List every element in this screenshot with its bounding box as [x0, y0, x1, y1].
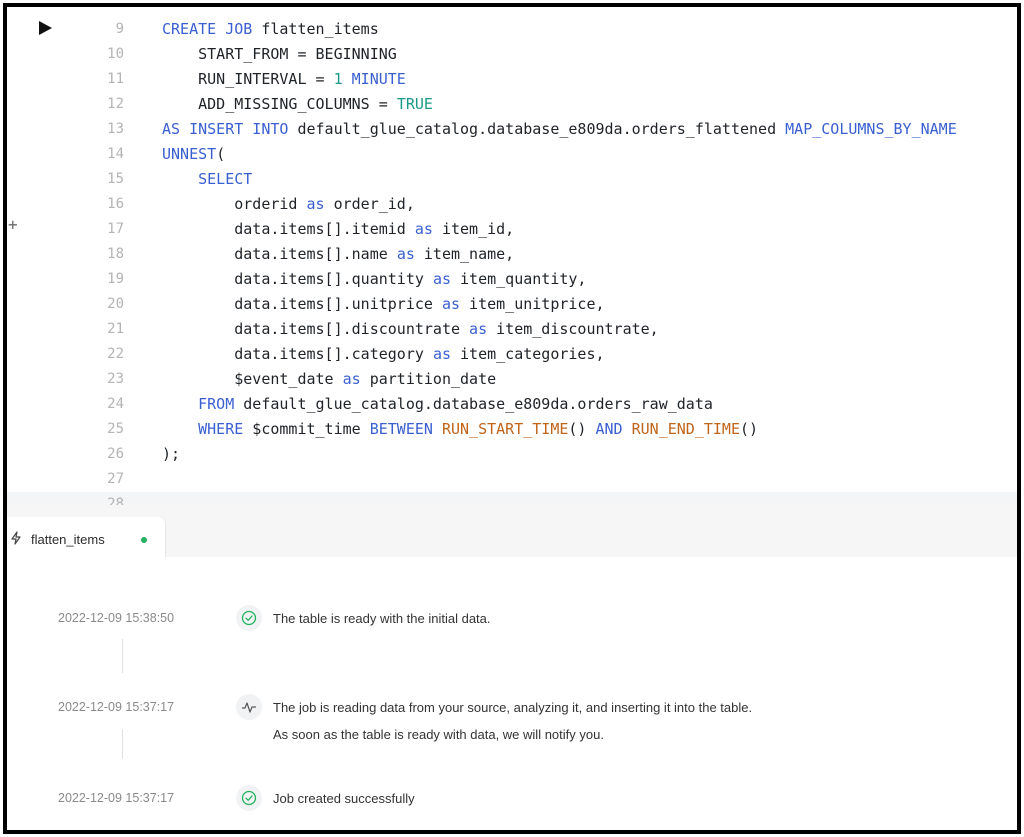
event-message: The job is reading data from your source… — [273, 700, 753, 715]
check-circle-icon — [236, 785, 262, 811]
line-number: 24 — [107, 396, 124, 412]
code-line: 12 ADD_MISSING_COLUMNS = TRUE — [7, 92, 1017, 117]
line-number: 20 — [107, 296, 124, 312]
job-timeline: 2022-12-09 15:38:50 The table is ready w… — [7, 557, 1017, 830]
line-number: 21 — [107, 321, 124, 337]
line-number: 11 — [107, 71, 124, 87]
event-timestamp: 2022-12-09 15:38:50 — [58, 611, 175, 625]
line-code: orderid as order_id, — [162, 195, 415, 213]
line-code: data.items[].category as item_categories… — [162, 345, 605, 363]
play-icon — [39, 21, 52, 35]
event-timestamp: 2022-12-09 15:37:17 — [58, 791, 175, 805]
line-code: data.items[].name as item_name, — [162, 245, 515, 263]
code-line: 14 UNNEST( — [7, 142, 1017, 167]
code-line: 24 FROM default_glue_catalog.database_e8… — [7, 392, 1017, 417]
job-tab-bar: flatten_items — [7, 505, 1017, 557]
line-number: 18 — [107, 246, 124, 262]
line-number: 26 — [107, 446, 124, 462]
line-number: 22 — [107, 346, 124, 362]
code-line: 21 data.items[].discountrate as item_dis… — [7, 317, 1017, 342]
check-circle-icon — [236, 605, 262, 631]
event-timestamp: 2022-12-09 15:37:17 — [58, 700, 175, 714]
timeline-connector — [122, 729, 123, 759]
line-code: CREATE JOB flatten_items — [162, 20, 379, 38]
code-line: 15 SELECT — [7, 167, 1017, 192]
sql-editor[interactable]: + 9 CREATE JOB flatten_items 10 START_FRO… — [7, 7, 1017, 517]
line-number: 12 — [107, 96, 124, 112]
line-code: ADD_MISSING_COLUMNS = TRUE — [162, 95, 433, 113]
code-line: 19 data.items[].quantity as item_quantit… — [7, 267, 1017, 292]
line-code: AS INSERT INTO default_glue_catalog.data… — [162, 120, 957, 138]
line-number: 17 — [107, 221, 124, 237]
code-line: 18 data.items[].name as item_name, — [7, 242, 1017, 267]
line-code: UNNEST( — [162, 145, 226, 163]
line-number: 15 — [107, 171, 124, 187]
line-code: data.items[].discountrate as item_discou… — [162, 320, 659, 338]
line-code: WHERE $commit_time BETWEEN RUN_START_TIM… — [198, 420, 759, 438]
activity-icon — [236, 694, 262, 720]
line-number: 25 — [107, 421, 124, 437]
code-line: 26); — [7, 442, 1017, 467]
code-line: 16 orderid as order_id, — [7, 192, 1017, 217]
line-code: $event_date as partition_date — [162, 370, 497, 388]
line-number: 10 — [107, 46, 124, 62]
tab-flatten-items[interactable]: flatten_items — [7, 517, 165, 557]
run-button[interactable] — [37, 20, 53, 36]
code-line: 27 — [7, 467, 1017, 492]
line-number: 9 — [115, 21, 124, 37]
line-code: SELECT — [198, 170, 253, 188]
line-number: 19 — [107, 271, 124, 287]
line-code: data.items[].unitprice as item_unitprice… — [162, 295, 605, 313]
code-line: 22 data.items[].category as item_categor… — [7, 342, 1017, 367]
event-message: The table is ready with the initial data… — [273, 611, 491, 626]
code-line: 13 AS INSERT INTO default_glue_catalog.da… — [7, 117, 1017, 142]
line-code: START_FROM = BEGINNING — [162, 45, 397, 63]
code-line: 23 $event_date as partition_date — [7, 367, 1017, 392]
line-code: data.items[].itemid as item_id, — [162, 220, 515, 238]
event-message: Job created successfully — [273, 791, 415, 806]
status-dot-icon — [141, 537, 147, 543]
lightning-icon — [11, 531, 21, 545]
code-line: 20 data.items[].unitprice as item_unitpr… — [7, 292, 1017, 317]
event-message-detail: As soon as the table is ready with data,… — [273, 727, 604, 742]
code-line: 11 RUN_INTERVAL = 1 MINUTE — [7, 67, 1017, 92]
line-code: FROM default_glue_catalog.database_e809d… — [198, 395, 713, 413]
timeline-connector — [122, 639, 123, 673]
line-number: 23 — [107, 371, 124, 387]
line-number: 13 — [107, 121, 124, 137]
tab-label: flatten_items — [31, 532, 105, 547]
code-line: 9 CREATE JOB flatten_items — [7, 17, 1017, 42]
line-code: RUN_INTERVAL = 1 MINUTE — [162, 70, 406, 88]
line-number: 14 — [107, 146, 124, 162]
code-line: 17 data.items[].itemid as item_id, — [7, 217, 1017, 242]
add-cell-icon[interactable]: + — [8, 215, 18, 234]
code-line: 10 START_FROM = BEGINNING — [7, 42, 1017, 67]
line-code: ); — [162, 445, 181, 463]
line-code: data.items[].quantity as item_quantity, — [162, 270, 587, 288]
line-number: 16 — [107, 196, 124, 212]
line-number: 27 — [107, 471, 124, 487]
code-line: 25 WHERE $commit_time BETWEEN RUN_START_… — [7, 417, 1017, 442]
window-frame: + 9 CREATE JOB flatten_items 10 START_FRO… — [3, 3, 1021, 834]
